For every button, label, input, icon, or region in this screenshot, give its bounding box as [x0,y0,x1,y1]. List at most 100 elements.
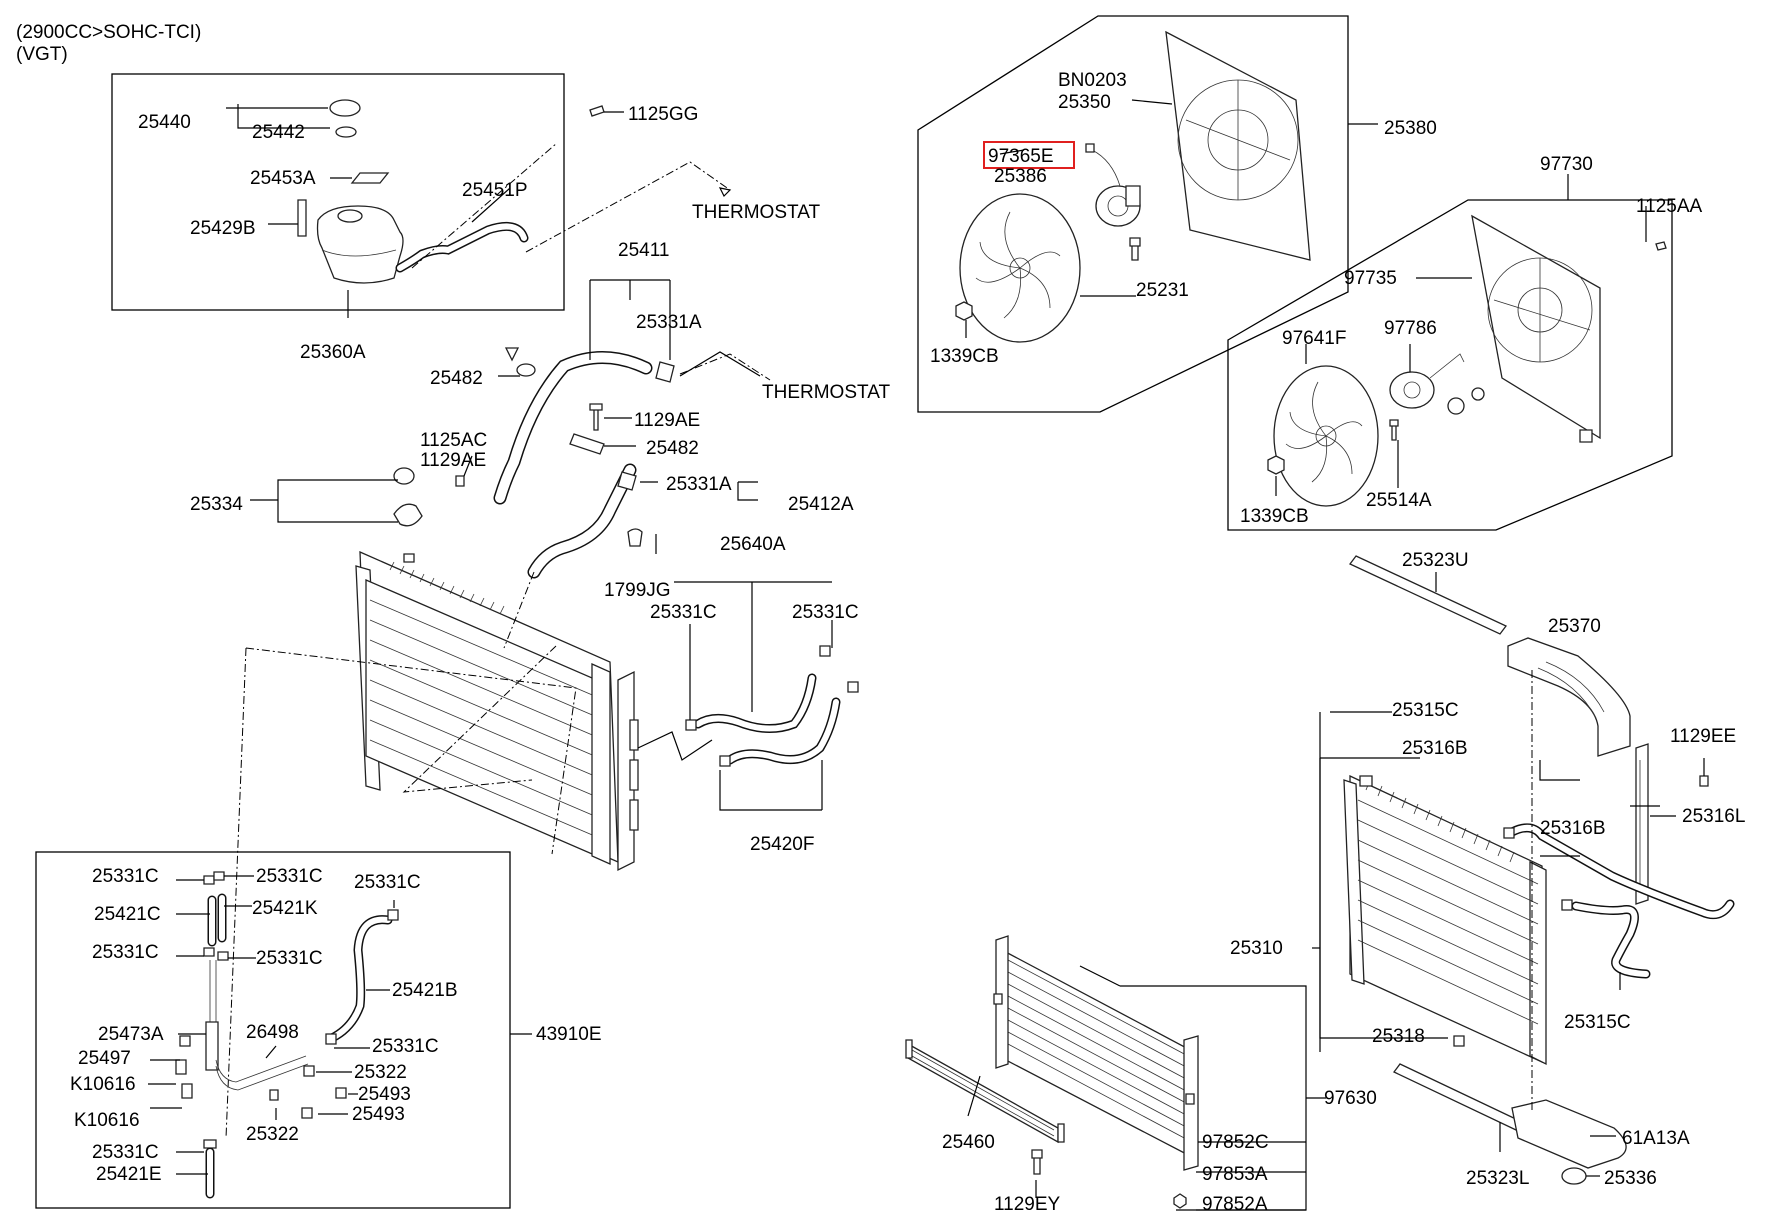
label-b43910e[interactable]: 43910E [536,1024,602,1045]
clamp-25331c-4[interactable] [203,947,215,957]
label-25323u[interactable]: 25323U [1402,550,1469,571]
label-25316b-2[interactable]: 25316B [1540,818,1606,839]
grommet-k10616-1[interactable] [175,1059,187,1075]
label-25442[interactable]: 25442 [252,122,305,143]
label-25453a[interactable]: 25453A [250,168,316,189]
label-1339cb-1[interactable]: 1339CB [930,346,999,367]
label-25318[interactable]: 25318 [1372,1026,1425,1047]
reservoir-label-sticker[interactable] [350,172,390,184]
label-b25322-1[interactable]: 25322 [354,1062,407,1083]
radiator-cap-25334[interactable] [393,467,415,485]
label-1799jg[interactable]: 1799JG [604,580,671,601]
cap-seal[interactable] [335,126,357,138]
label-25316b-1[interactable]: 25316B [1402,738,1468,759]
label-25331a-2[interactable]: 25331A [666,474,732,495]
clip-25497[interactable] [179,1035,191,1047]
label-25429b[interactable]: 25429B [190,218,256,239]
label-25331c-a[interactable]: 25331C [650,602,717,623]
hose-clamp-25482[interactable] [516,363,536,377]
label-25411[interactable]: 25411 [618,240,669,261]
label-thermostat-2[interactable]: THERMOSTAT [762,382,890,403]
hose-clamp-25331a-top[interactable] [655,361,675,383]
label-b25473a[interactable]: 25473A [98,1024,164,1045]
label-25451p[interactable]: 25451P [462,180,528,201]
bracket-61a13a[interactable] [1511,1099,1627,1169]
nut-1339cb-2[interactable] [1267,455,1285,475]
label-b25331c-4[interactable]: 25331C [92,942,159,963]
label-25386[interactable]: 25386 [994,166,1047,187]
label-97786[interactable]: 97786 [1384,318,1437,339]
clamp-25331c-1[interactable] [203,875,215,885]
label-1129ae-2[interactable]: 1129AE [420,450,486,471]
label-25331a-1[interactable]: 25331A [636,312,702,333]
grommet-k10616-2[interactable] [181,1083,193,1099]
label-25310[interactable]: 25310 [1230,938,1283,959]
mount-25318[interactable] [1453,1035,1465,1047]
fan-shroud-97735[interactable] [1471,214,1601,440]
label-b25331c-1[interactable]: 25331C [92,866,159,887]
label-25315c-1[interactable]: 25315C [1392,700,1459,721]
pipe-25473a[interactable] [205,1021,219,1071]
label-b25331c-2[interactable]: 25331C [256,866,323,887]
bushing-25336[interactable] [1561,1167,1587,1185]
label-25440[interactable]: 25440 [138,112,191,133]
label-25323l[interactable]: 25323L [1466,1168,1529,1189]
label-b25331c-7[interactable]: 25331C [92,1142,159,1163]
label-1125ac[interactable]: 1125AC [420,430,487,451]
label-25482-2[interactable]: 25482 [646,438,699,459]
label-1129ae-1[interactable]: 1129AE [634,410,700,431]
label-1339cb-2[interactable]: 1339CB [1240,506,1309,527]
label-b25493-2[interactable]: 25493 [352,1104,405,1125]
label-25640a[interactable]: 25640A [720,534,786,555]
label-bn0203[interactable]: BN0203 [1058,70,1127,91]
label-b25322-2[interactable]: 25322 [246,1124,299,1145]
bolt-1125gg[interactable] [589,105,605,117]
label-b25421b[interactable]: 25421B [392,980,458,1001]
bolt-1129ee[interactable] [1699,775,1709,787]
clip-25322-1[interactable] [303,1065,315,1077]
bolt-1125aa[interactable] [1655,241,1667,251]
label-b25421k[interactable]: 25421K [252,898,318,919]
label-1129ey[interactable]: 1129EY [994,1194,1061,1211]
label-25316l[interactable]: 25316L [1682,806,1745,827]
label-25420f[interactable]: 25420F [750,834,814,855]
clamp-25331c-2[interactable] [213,871,225,881]
label-25350[interactable]: 25350 [1058,92,1111,113]
bolt-1129ae[interactable] [589,403,603,431]
label-97730[interactable]: 97730 [1540,154,1593,175]
label-b25331c-5[interactable]: 25331C [256,948,323,969]
bolt-1129ey[interactable] [1031,1149,1043,1175]
label-1125aa[interactable]: 1125AA [1636,196,1703,217]
label-25514a[interactable]: 25514A [1366,490,1432,511]
label-b25497[interactable]: 25497 [78,1048,131,1069]
label-25231[interactable]: 25231 [1136,280,1189,301]
label-61a13a[interactable]: 61A13A [1622,1128,1690,1149]
nut-97852a[interactable] [1173,1193,1187,1209]
label-b25421c[interactable]: 25421C [94,904,161,925]
label-b25421e[interactable]: 25421E [96,1164,162,1185]
clamp-25331c-a[interactable] [685,719,697,731]
clamp-25331c-3[interactable] [387,909,399,921]
label-97641f[interactable]: 97641F [1282,328,1346,349]
label-25336[interactable]: 25336 [1604,1168,1657,1189]
label-97365e[interactable]: 97365E [988,146,1054,167]
label-1129ee[interactable]: 1129EE [1670,726,1736,747]
label-97735[interactable]: 97735 [1344,268,1397,289]
label-b25493-1[interactable]: 25493 [358,1084,411,1105]
label-25460[interactable]: 25460 [942,1132,995,1153]
label-97852a[interactable]: 97852A [1202,1194,1268,1211]
label-25315c-2[interactable]: 25315C [1564,1012,1631,1033]
reservoir-cap[interactable] [329,99,361,117]
bracket-25370[interactable] [1507,637,1631,757]
label-25412a[interactable]: 25412A [788,494,854,515]
label-97852c[interactable]: 97852C [1202,1132,1269,1153]
nut-1339cb-1[interactable] [955,301,973,321]
label-b25331c-3[interactable]: 25331C [354,872,421,893]
clamp-25331c-7[interactable] [203,1139,217,1149]
bolt-1125ac[interactable] [455,475,465,487]
label-25334[interactable]: 25334 [190,494,243,515]
main-radiator[interactable] [225,550,639,1139]
label-b26498[interactable]: 26498 [246,1022,299,1043]
clip-1799jg[interactable] [627,528,643,547]
label-b25331c-6[interactable]: 25331C [372,1036,439,1057]
